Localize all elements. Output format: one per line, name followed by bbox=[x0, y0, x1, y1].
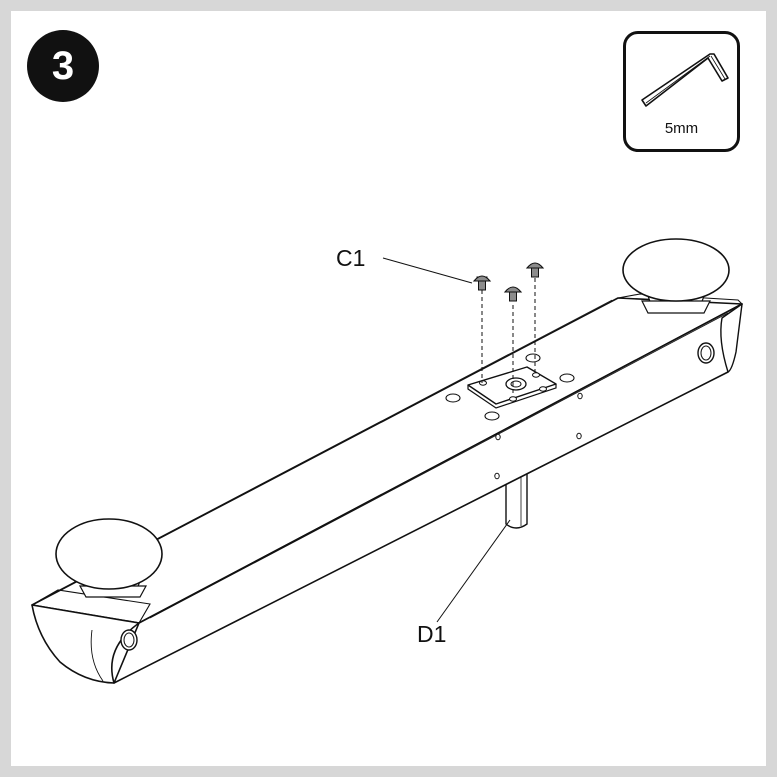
step-number: 3 bbox=[51, 43, 75, 88]
screw-c1-middle bbox=[503, 286, 523, 302]
glide-foot-right bbox=[622, 238, 730, 314]
screw-c1-right bbox=[525, 262, 545, 278]
screw-c1-left bbox=[472, 275, 492, 291]
base-beam bbox=[31, 293, 743, 684]
glide-foot-left bbox=[55, 518, 163, 598]
step-number-badge: 3 bbox=[27, 30, 99, 102]
tool-requirement-box: 5mm bbox=[623, 31, 740, 152]
d1-leader-line bbox=[436, 519, 511, 623]
screw-guide-lines bbox=[481, 278, 536, 395]
tool-size-label: 5mm bbox=[664, 120, 699, 137]
c1-leader-line bbox=[382, 257, 473, 284]
post-d1 bbox=[505, 469, 528, 529]
callout-d1: D1 bbox=[417, 621, 446, 647]
hex-key-icon bbox=[641, 53, 729, 107]
callout-c1: C1 bbox=[336, 245, 365, 271]
